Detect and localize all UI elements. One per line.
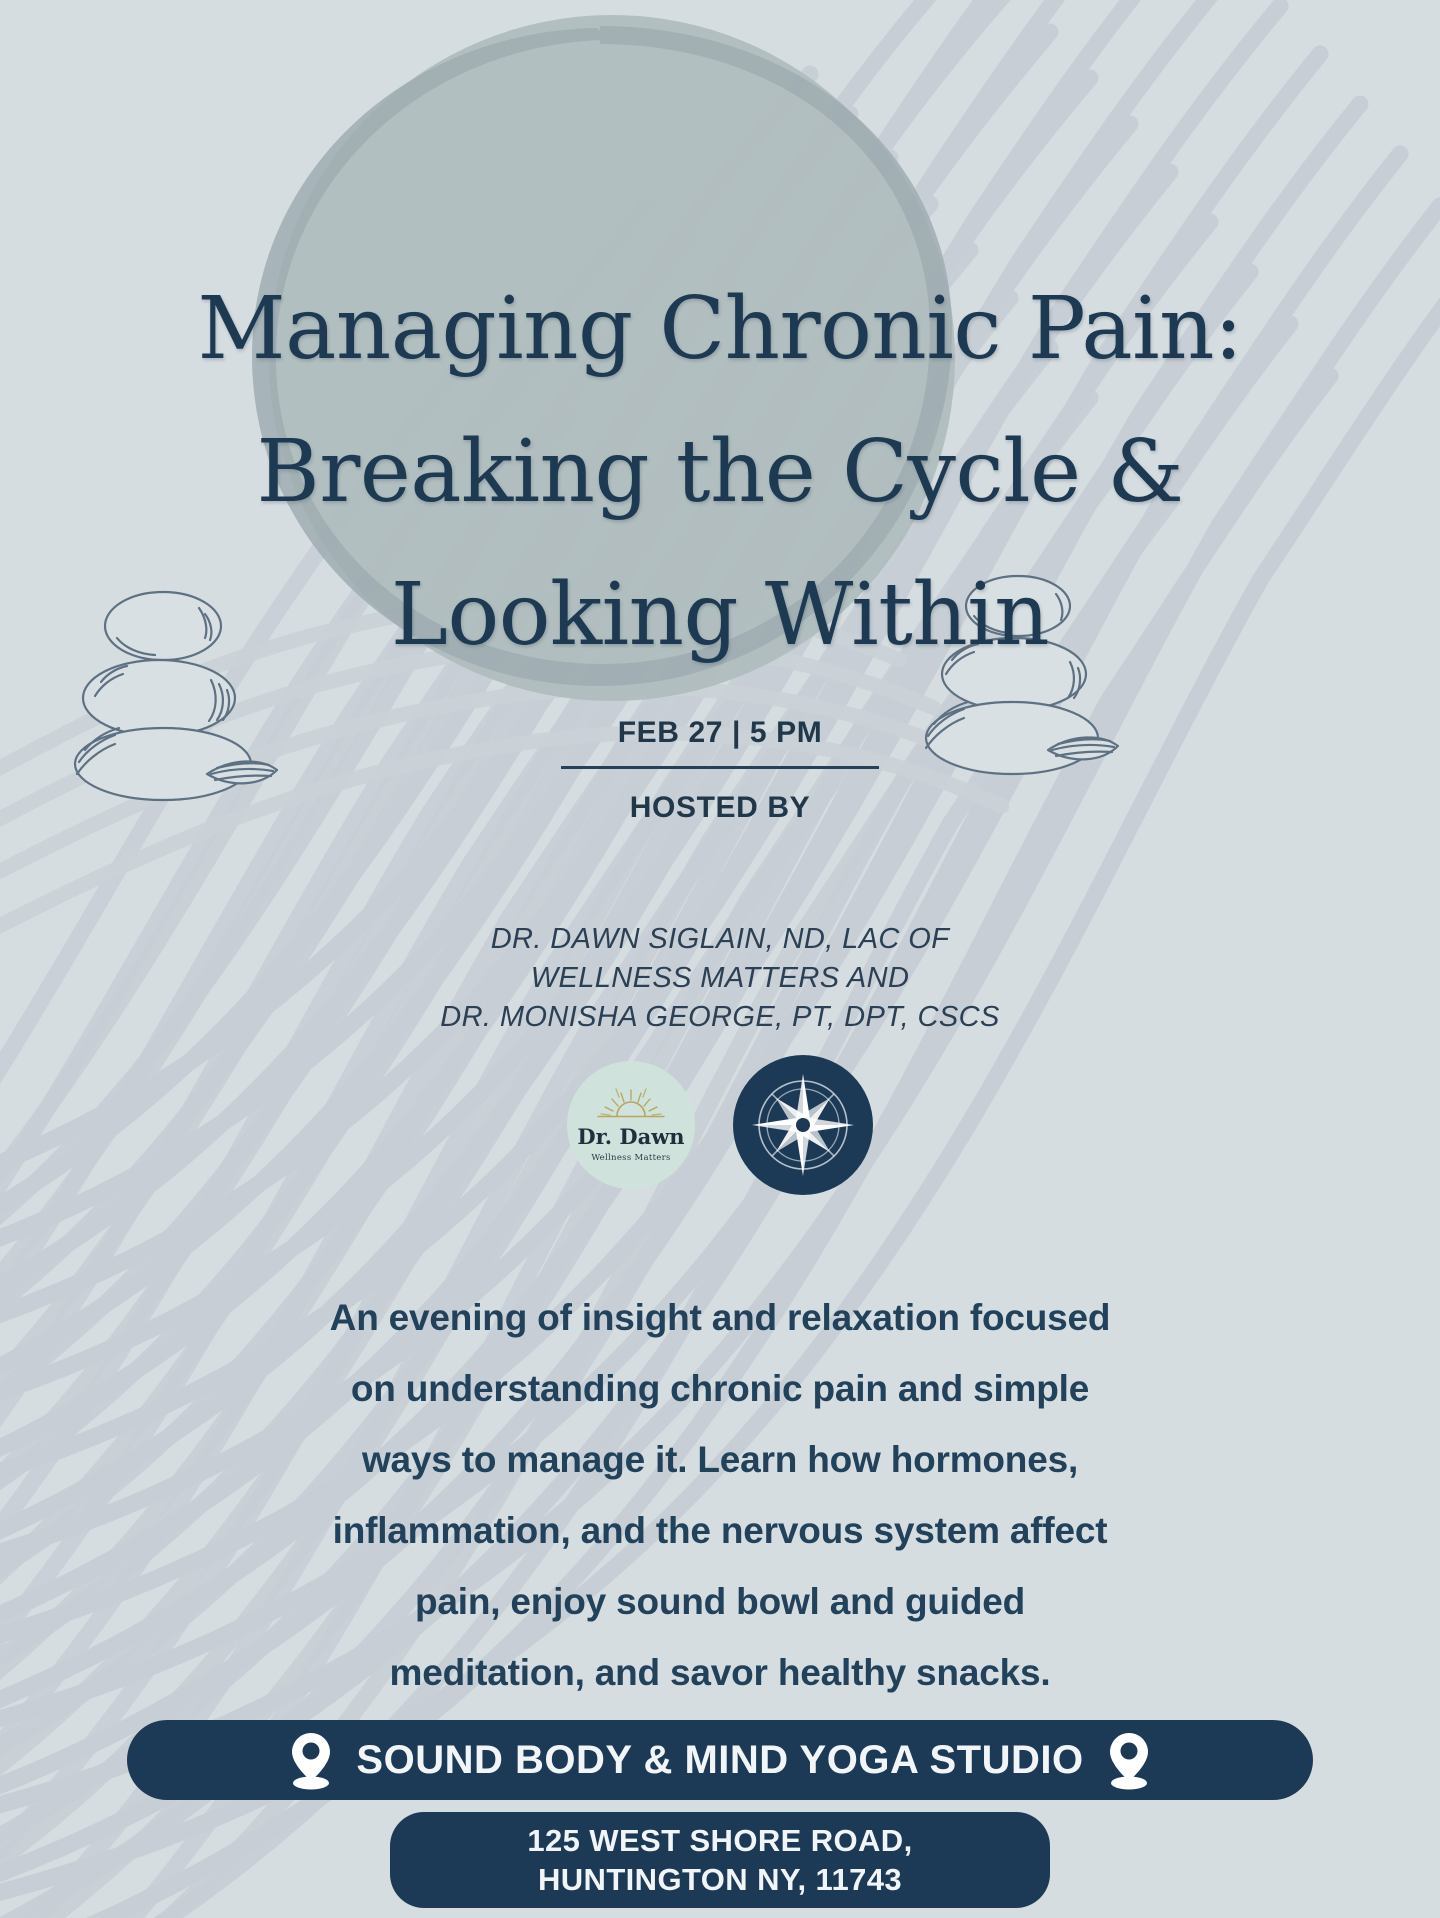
presenter-line-2: WELLNESS MATTERS AND — [530, 962, 910, 994]
description-line-4: inflammation, and the nervous system aff… — [332, 1510, 1108, 1551]
description-line-6: meditation, and savor healthy snacks. — [389, 1652, 1051, 1693]
address-line-1: 125 WEST SHORE ROAD, — [527, 1823, 913, 1858]
dr-dawn-logo: Dr. Dawn Wellness Matters — [567, 1061, 695, 1189]
dr-dawn-logo-tagline: Wellness Matters — [591, 1153, 671, 1163]
location-pin-icon — [292, 1733, 331, 1790]
address-line-2: HUNTINGTON NY, 11743 — [537, 1862, 903, 1897]
compass-logo — [733, 1055, 873, 1195]
sunrise-icon — [597, 1088, 665, 1118]
presenter-line-1: DR. DAWN SIGLAIN, ND, LAC OF — [490, 923, 950, 955]
venue-banner: SOUND BODY & MIND YOGA STUDIO — [127, 1720, 1313, 1800]
divider — [561, 766, 879, 769]
page-title: Managing Chronic Pain: Breaking the Cycl… — [0, 258, 1440, 687]
address-text: 125 WEST SHORE ROAD, HUNTINGTON NY, 1174… — [527, 1821, 912, 1899]
date-host-block: FEB 27 | 5 PM HOSTED BY — [0, 716, 1440, 825]
dr-dawn-logo-name: Dr. Dawn — [577, 1124, 685, 1149]
logo-row: Dr. Dawn Wellness Matters — [0, 1055, 1440, 1195]
compass-rose-icon — [752, 1074, 854, 1176]
venue-name: SOUND BODY & MIND YOGA STUDIO — [356, 1737, 1084, 1782]
description-line-5: pain, enjoy sound bowl and guided — [414, 1581, 1026, 1622]
description-line-2: on understanding chronic pain and simple — [350, 1368, 1090, 1409]
location-pin-icon — [1109, 1733, 1148, 1790]
title-line-2: Breaking the Cycle & — [256, 422, 1184, 522]
presenter-list: DR. DAWN SIGLAIN, ND, LAC OF WELLNESS MA… — [0, 920, 1440, 1037]
event-date-time: FEB 27 | 5 PM — [617, 716, 823, 749]
description-line-1: An evening of insight and relaxation foc… — [329, 1297, 1111, 1338]
event-description: An evening of insight and relaxation foc… — [280, 1282, 1160, 1708]
address-banner: 125 WEST SHORE ROAD, HUNTINGTON NY, 1174… — [390, 1812, 1050, 1908]
title-line-3: Looking Within — [390, 565, 1050, 665]
presenter-line-3: DR. MONISHA GEORGE, PT, DPT, CSCS — [440, 1001, 1000, 1033]
hosted-by-label: HOSTED BY — [629, 791, 811, 824]
title-line-1: Managing Chronic Pain: — [197, 279, 1243, 379]
description-line-3: ways to manage it. Learn how hormones, — [361, 1439, 1079, 1480]
